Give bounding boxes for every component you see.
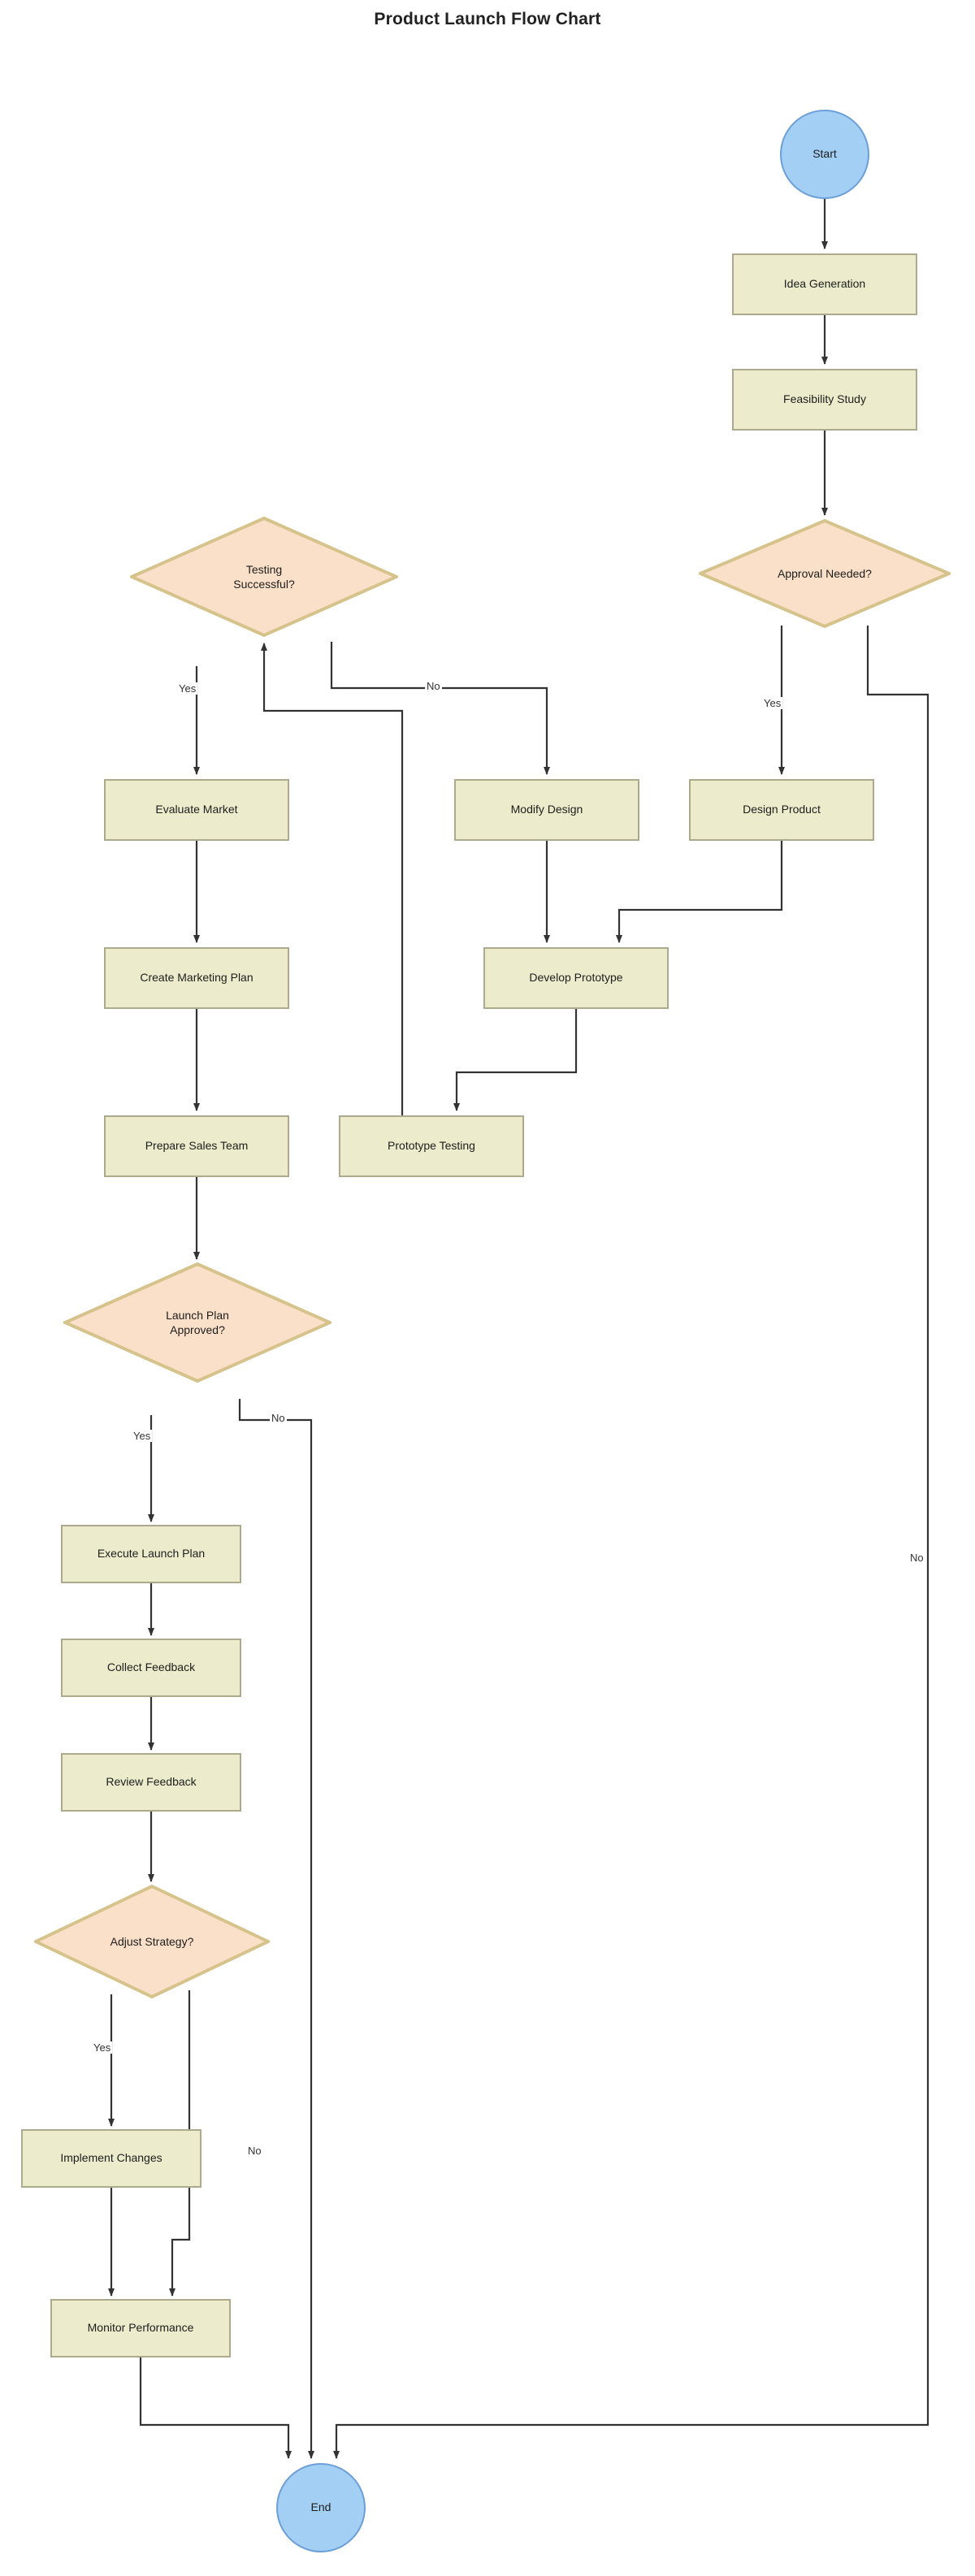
edge-label-approval-no: No [908,1552,925,1564]
node-create-marketing-plan[interactable]: Create Marketing Plan [104,947,289,1009]
node-idea-generation-label: Idea Generation [783,277,866,291]
node-create-marketing-plan-label: Create Marketing Plan [140,971,254,985]
node-start-label: Start [812,147,837,161]
edge-approval-needed-no-to-end [333,626,930,2459]
node-approval-needed-label: Approval Needed? [778,566,872,580]
diamond-icon [699,519,951,628]
edge-prototype-testing-to-testing-successful [261,643,404,1117]
node-end[interactable]: End [276,2463,366,2552]
edge-label-adjust-yes: Yes [92,2041,113,2054]
edge-monitor-performance-to-end [139,2357,292,2459]
node-modify-design[interactable]: Modify Design [454,779,639,841]
edge-adjust-strategy-no-to-monitor-performance [169,1990,191,2297]
node-review-feedback[interactable]: Review Feedback [61,1753,241,1812]
edge-label-approval-yes: Yes [762,697,783,709]
diamond-icon [34,1885,270,1998]
node-design-product-label: Design Product [743,803,821,816]
node-end-label: End [310,2500,332,2514]
node-develop-prototype-label: Develop Prototype [529,971,623,985]
edge-label-adjust-no: No [246,2145,263,2157]
node-prototype-testing-label: Prototype Testing [388,1139,475,1153]
diamond-icon [130,517,398,637]
node-adjust-strategy[interactable]: Adjust Strategy? [34,1885,270,1998]
node-design-product[interactable]: Design Product [689,779,874,841]
node-evaluate-market[interactable]: Evaluate Market [104,779,289,841]
edge-develop-prototype-to-prototype-testing [453,1009,578,1111]
edge-label-launch-no: No [270,1412,287,1424]
node-execute-launch-plan-label: Execute Launch Plan [97,1547,206,1561]
page-title: Product Launch Flow Chart [374,10,601,28]
node-modify-design-label: Modify Design [510,803,583,816]
node-evaluate-market-label: Evaluate Market [155,803,238,816]
node-feasibility-study-label: Feasibility Study [783,392,866,406]
node-prepare-sales-team[interactable]: Prepare Sales Team [104,1115,289,1177]
node-feasibility-study[interactable]: Feasibility Study [732,369,917,431]
node-review-feedback-label: Review Feedback [106,1775,197,1789]
diamond-icon [63,1262,332,1383]
node-monitor-performance[interactable]: Monitor Performance [50,2299,231,2357]
node-approval-needed[interactable]: Approval Needed? [699,519,951,628]
edge-launch-approved-no-to-end [238,1399,314,2459]
edge-label-launch-yes: Yes [132,1430,153,1442]
node-collect-feedback[interactable]: Collect Feedback [61,1639,241,1697]
node-execute-launch-plan[interactable]: Execute Launch Plan [61,1525,241,1583]
node-prototype-testing[interactable]: Prototype Testing [339,1115,524,1177]
node-monitor-performance-label: Monitor Performance [87,2321,194,2335]
node-collect-feedback-label: Collect Feedback [106,1660,196,1674]
node-implement-changes[interactable]: Implement Changes [21,2129,202,2188]
node-develop-prototype[interactable]: Develop Prototype [483,947,669,1009]
node-implement-changes-label: Implement Changes [60,2151,162,2165]
edge-label-testing-no: No [425,680,442,692]
node-adjust-strategy-label: Adjust Strategy? [110,1934,194,1948]
node-start[interactable]: Start [780,110,869,199]
node-idea-generation[interactable]: Idea Generation [732,253,917,315]
edge-label-testing-yes: Yes [177,682,198,695]
edge-design-product-to-develop-prototype [616,841,783,943]
node-prepare-sales-team-label: Prepare Sales Team [145,1139,249,1153]
edge-testing-successful-no-to-modify-design [330,642,550,775]
